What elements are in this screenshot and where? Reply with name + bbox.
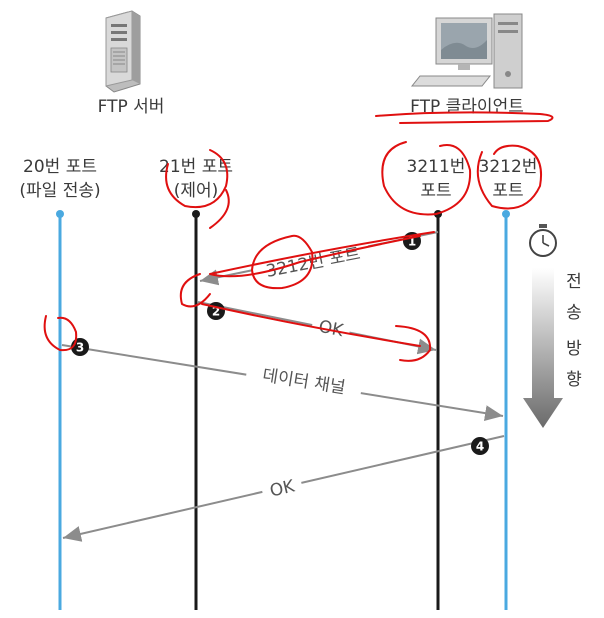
port-21-label: 21번 포트 (159, 157, 233, 177)
port-21-sublabel: (제어) (174, 181, 219, 201)
direction-char-4: 향 (566, 370, 582, 390)
server-tower-icon (105, 10, 141, 93)
annotation-message-2-trace (201, 303, 421, 347)
direction-char-1: 전 (566, 272, 582, 292)
lifeline-port-20-start (56, 210, 64, 218)
port-20-label: 20번 포트 (23, 157, 97, 177)
port-3212-sublabel: 포트 (492, 181, 523, 201)
step-badge-4: 4 (471, 437, 489, 455)
annotation-underline-client (375, 111, 554, 124)
annotation-circle-port-3212 (476, 144, 542, 210)
step-badge-4-number: 4 (476, 440, 484, 454)
server-label: FTP 서버 (98, 97, 165, 117)
direction-char-3: 방 (566, 339, 582, 359)
port-3211-label: 3211번 (407, 157, 466, 177)
annotation-circle-3212 (251, 234, 314, 290)
port-3211-sublabel: 포트 (420, 181, 451, 201)
port-3212-label: 3212번 (479, 157, 538, 177)
annotation-hook-ok (395, 325, 432, 362)
annotation-circle-port-21 (165, 149, 229, 208)
lifeline-port-3212-start (502, 210, 510, 218)
annotation-circle-port-3211 (381, 141, 472, 216)
annotation-loop-port-21 (179, 273, 211, 308)
stopwatch-icon (529, 224, 557, 257)
red-annotations (43, 111, 554, 362)
step-badge-1-number: 1 (408, 235, 416, 249)
direction-char-2: 송 (566, 303, 582, 323)
port-20-sublabel: (파일 전송) (19, 181, 100, 201)
annotation-message-1-trace (209, 231, 435, 278)
step-badge-3-number: 3 (76, 341, 84, 355)
direction-arrow (523, 268, 563, 428)
annotation-circle-port-20 (43, 315, 78, 352)
desktop-computer-icon (410, 13, 523, 89)
annotation-hook-port-21 (209, 189, 230, 229)
lifeline-port-21-start (192, 210, 200, 218)
step-badge-2-number: 2 (212, 305, 220, 319)
